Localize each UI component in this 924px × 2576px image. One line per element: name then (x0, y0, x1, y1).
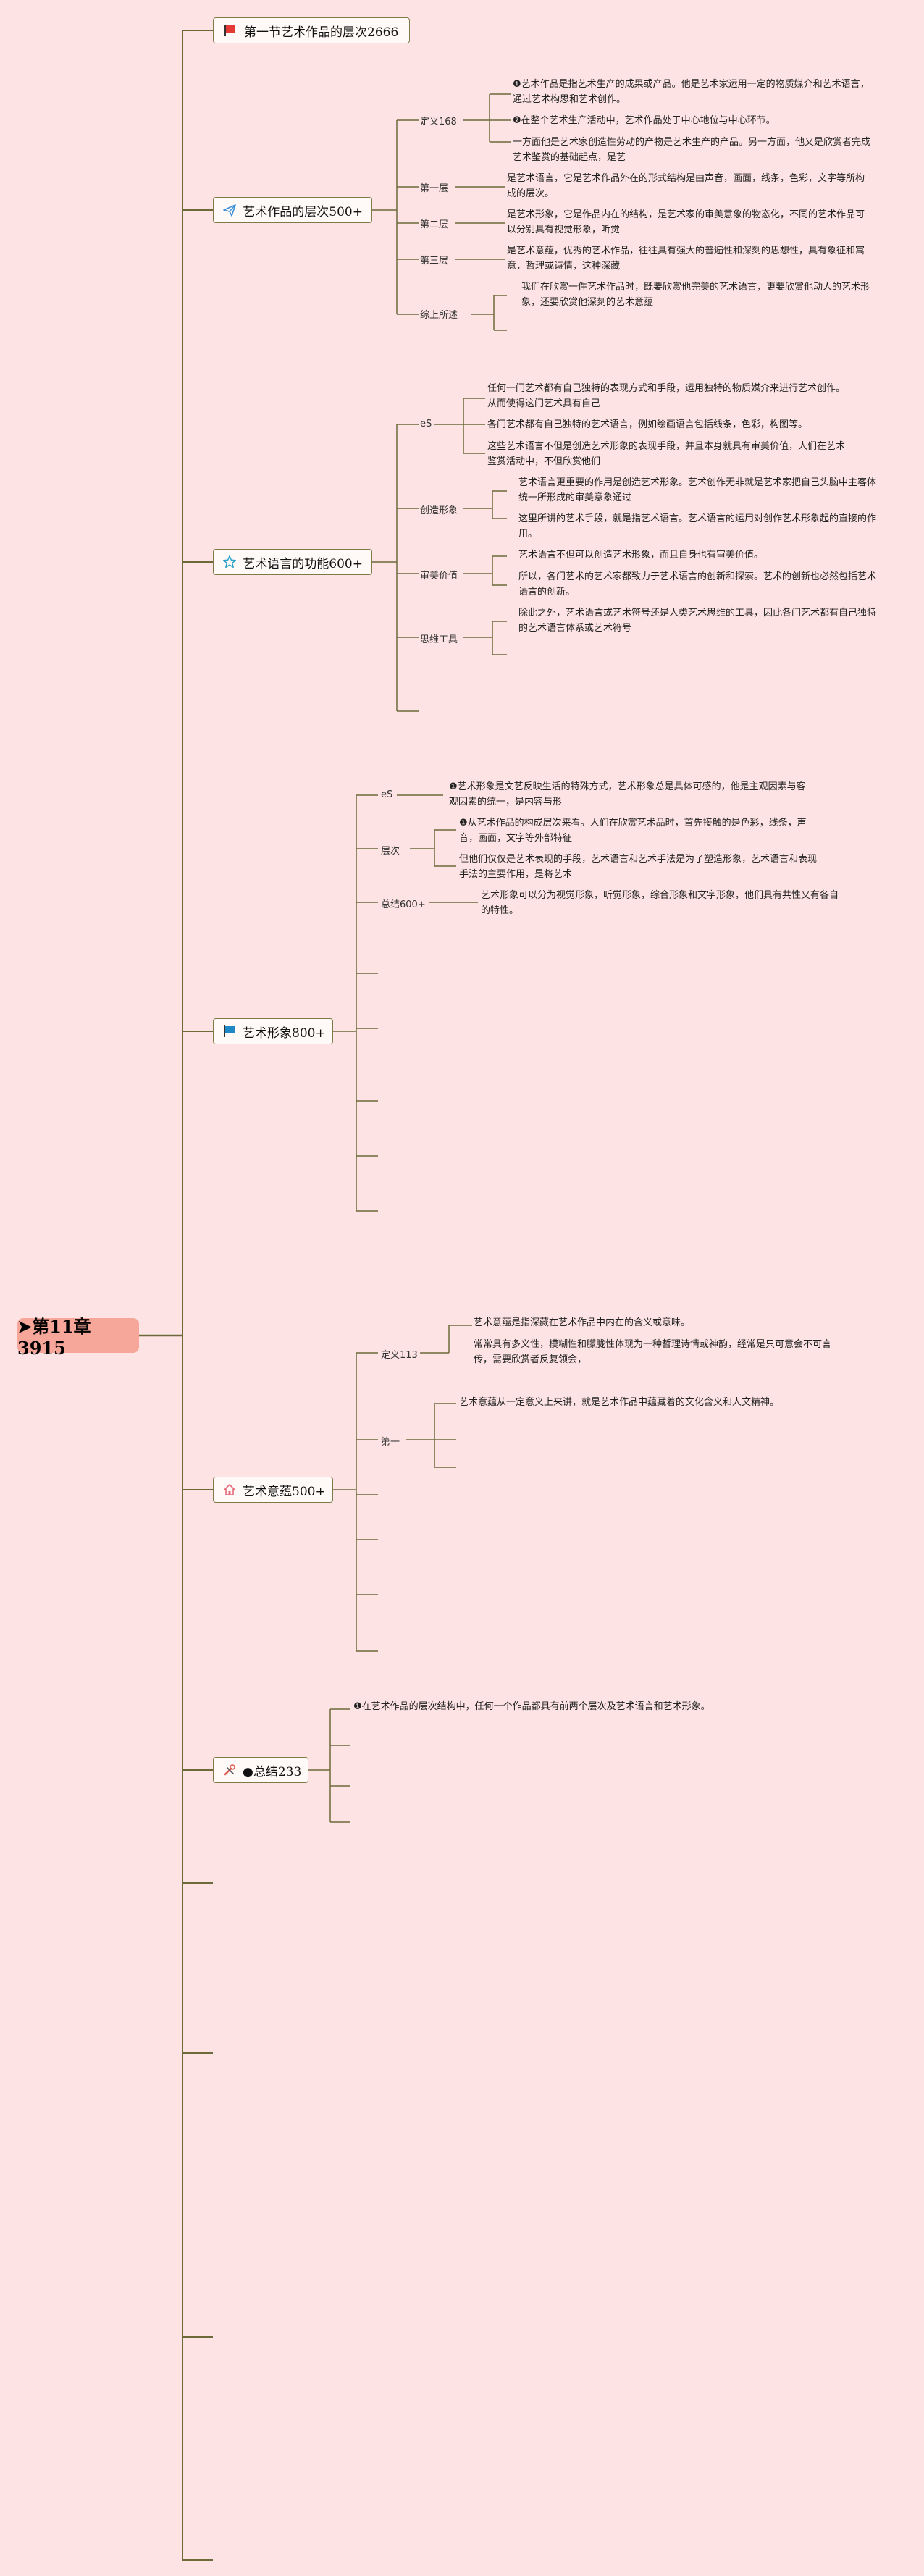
topic-label: ●总结233 (243, 1764, 302, 1779)
sub-create-image[interactable]: 创造形象 (420, 505, 458, 516)
leaf-text: 但他们仅仅是艺术表现的手段，艺术语言和艺术手法是为了塑造形象，艺术语言和表现手法… (459, 854, 818, 880)
sub-layer-three[interactable]: 第三层 (420, 256, 449, 267)
topic-art-meaning[interactable]: 艺术意蕴500+ (213, 1477, 333, 1503)
leaf-text: 我们在欣赏一件艺术作品时，既要欣赏他完美的艺术语言，更要欣赏他动人的艺术形象，还… (521, 282, 870, 308)
sub-es[interactable]: eS (381, 789, 393, 800)
leaf-text: 艺术语言不但可以创造艺术形象，而且自身也有审美价值。 (518, 550, 764, 561)
leaf-text: 除此之外，艺术语言或艺术符号还是人类艺术思维的工具，因此各门艺术都有自己独特的艺… (518, 608, 877, 634)
leaf-text: 艺术意蕴是指深藏在艺术作品中内在的含义或意味。 (474, 1317, 691, 1328)
leaf-text: 是艺术形象，它是作品内在的结构，是艺术家的审美意象的物态化，不同的艺术作品可以分… (507, 209, 865, 235)
leaf-text: ❶艺术形象是文艺反映生活的特殊方式，艺术形象总是具体可感的，他是主观因素与客观因… (449, 781, 806, 807)
sub-aesthetic-value[interactable]: 审美价值 (420, 571, 458, 582)
leaf-text: 艺术语言更重要的作用是创造艺术形象。艺术创作无非就是艺术家把自己头脑中主客体统一… (518, 477, 877, 503)
leaf-text: ❷在整个艺术生产活动中，艺术作品处于中心地位与中心环节。 (513, 115, 776, 126)
topic-art-language[interactable]: 艺术语言的功能600+ (213, 549, 372, 575)
sub-summary[interactable]: 综上所述 (420, 310, 458, 321)
topic-section-one[interactable]: 第一节艺术作品的层次2666 (213, 17, 410, 43)
sub-first[interactable]: 第一 (381, 1437, 400, 1448)
topic-summary[interactable]: ●总结233 (213, 1757, 308, 1783)
leaf-text: 是艺术语言，它是艺术作品外在的形式结构是由声音，画面，线条，色彩，文字等所构成的… (507, 173, 865, 199)
topic-artwork-levels[interactable]: 艺术作品的层次500+ (213, 197, 372, 223)
topic-art-image[interactable]: 艺术形象800+ (213, 1018, 333, 1044)
red-flag-icon (222, 22, 238, 38)
sub-definition[interactable]: 定义113 (381, 1350, 418, 1361)
root-node[interactable]: ➤第11章3915 (17, 1316, 139, 1359)
sub-summary[interactable]: 总结600+ (381, 899, 426, 910)
leaf-text: 这些艺术语言不但是创造艺术形象的表现手段，并且本身就具有审美价值，人们在艺术鉴赏… (487, 441, 846, 467)
sub-levels[interactable]: 层次 (381, 846, 400, 857)
blue-flag-icon (222, 1023, 237, 1039)
sub-layer-one[interactable]: 第一层 (420, 183, 449, 194)
leaf-text: 这里所讲的艺术手段，就是指艺术语言。艺术语言的运用对创作艺术形象起的直接的作用。 (518, 513, 877, 540)
paper-plane-icon (222, 202, 237, 218)
leaf-text: 一方面他是艺术家创造性劳动的产物是艺术生产的产品。另一方面，他又是欣赏者完成艺术… (513, 137, 871, 163)
root-label: ➤第11章3915 (17, 1316, 91, 1359)
leaf-text: 是艺术意蕴，优秀的艺术作品，往往具有强大的普遍性和深刻的思想性，具有象征和寓意，… (507, 246, 865, 272)
leaf-text: ❶艺术作品是指艺术生产的成果或产品。他是艺术家运用一定的物质媒介和艺术语言，通过… (513, 79, 870, 105)
sub-definition[interactable]: 定义168 (420, 117, 457, 127)
topic-label: 艺术意蕴500+ (243, 1484, 326, 1499)
topic-label: 第一节艺术作品的层次2666 (244, 25, 399, 40)
sub-thinking-tool[interactable]: 思维工具 (420, 634, 458, 645)
sub-es[interactable]: eS (420, 419, 432, 429)
leaf-text: 艺术形象可以分为视觉形象，听觉形象，综合形象和文字形象，他们具有共性又有各自的特… (481, 890, 839, 916)
sub-layer-two[interactable]: 第二层 (420, 219, 449, 230)
topic-label: 艺术形象800+ (243, 1025, 326, 1041)
leaf-text: 各门艺术都有自己独特的艺术语言，例如绘画语言包括线条，色彩，构图等。 (487, 419, 808, 430)
topic-label: 艺术语言的功能600+ (243, 556, 363, 571)
leaf-text: ❶从艺术作品的构成层次来看。人们在欣赏艺术品时，首先接触的是色彩，线条，声音，画… (459, 818, 807, 844)
leaf-text: ❶在艺术作品的层次结构中，任何一个作品都具有前两个层次及艺术语言和艺术形象。 (353, 1701, 710, 1712)
tools-icon (222, 1762, 237, 1778)
leaf-text: 常常具有多义性，模糊性和朦胧性体现为一种哲理诗情或神韵，经常是只可意会不可言传，… (474, 1339, 832, 1365)
topic-label: 艺术作品的层次500+ (243, 204, 363, 219)
star-icon (222, 554, 237, 570)
leaf-text: 所以，各门艺术的艺术家都致力于艺术语言的创新和探索。艺术的创新也必然包括艺术语言… (518, 571, 877, 597)
leaf-text: 艺术意蕴从一定意义上来讲，就是艺术作品中蕴藏着的文化含义和人文精神。 (459, 1397, 780, 1408)
house-icon (222, 1482, 237, 1498)
leaf-text: 任何一门艺术都有自己独特的表现方式和手段，运用独特的物质媒介来进行艺术创作。从而… (487, 383, 846, 409)
